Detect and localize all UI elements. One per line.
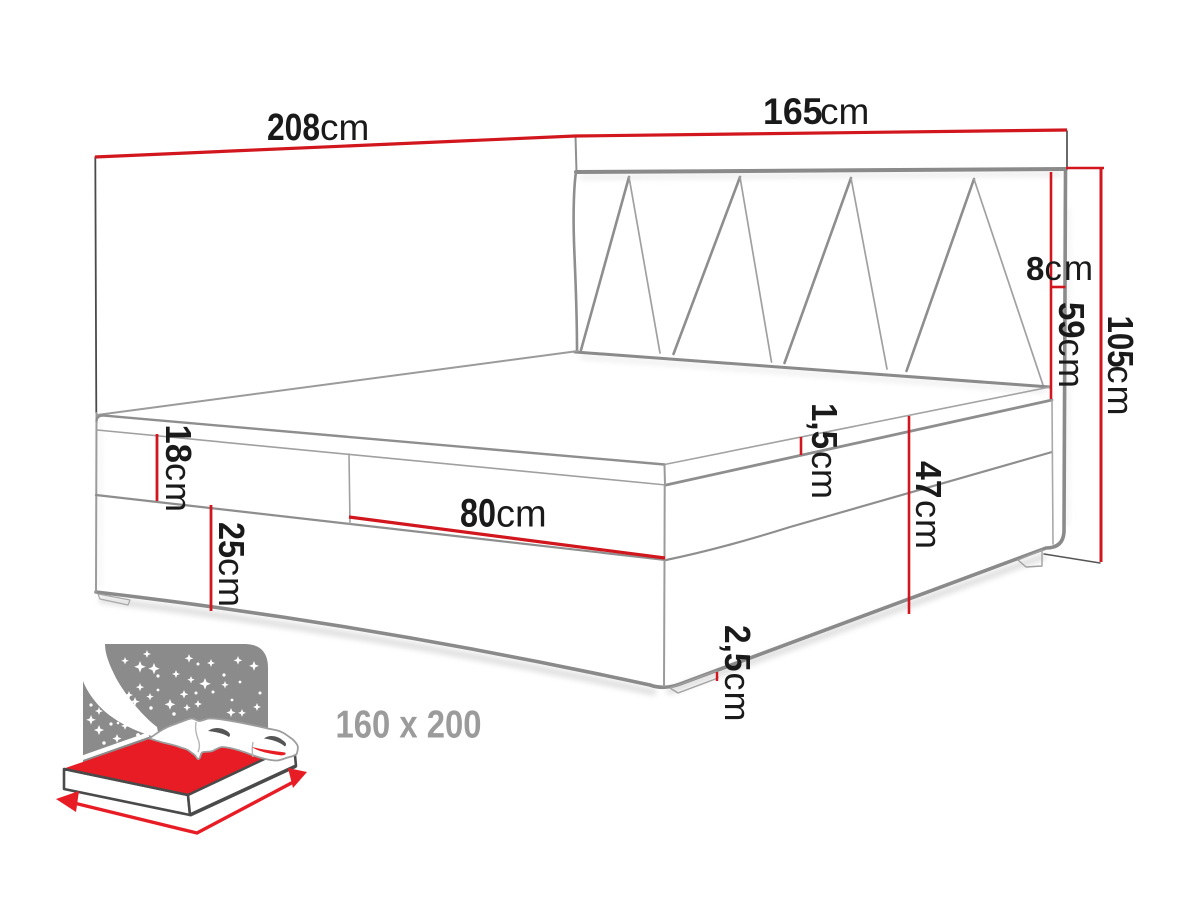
svg-text:208cm: 208cm: [267, 107, 369, 149]
svg-text:105cm: 105cm: [1100, 316, 1141, 418]
svg-text:160 x 200: 160 x 200: [336, 704, 482, 747]
svg-text:47cm: 47cm: [908, 461, 949, 550]
svg-text:18cm: 18cm: [158, 425, 199, 514]
svg-text:25cm: 25cm: [211, 522, 252, 608]
svg-text:1,5cm: 1,5cm: [804, 403, 845, 499]
svg-text:80cm: 80cm: [460, 492, 547, 536]
svg-text:2,5cm: 2,5cm: [717, 625, 758, 723]
svg-text:59cm: 59cm: [1051, 302, 1092, 390]
svg-text:8cm: 8cm: [1026, 249, 1095, 288]
svg-text:165cm: 165cm: [763, 91, 869, 132]
